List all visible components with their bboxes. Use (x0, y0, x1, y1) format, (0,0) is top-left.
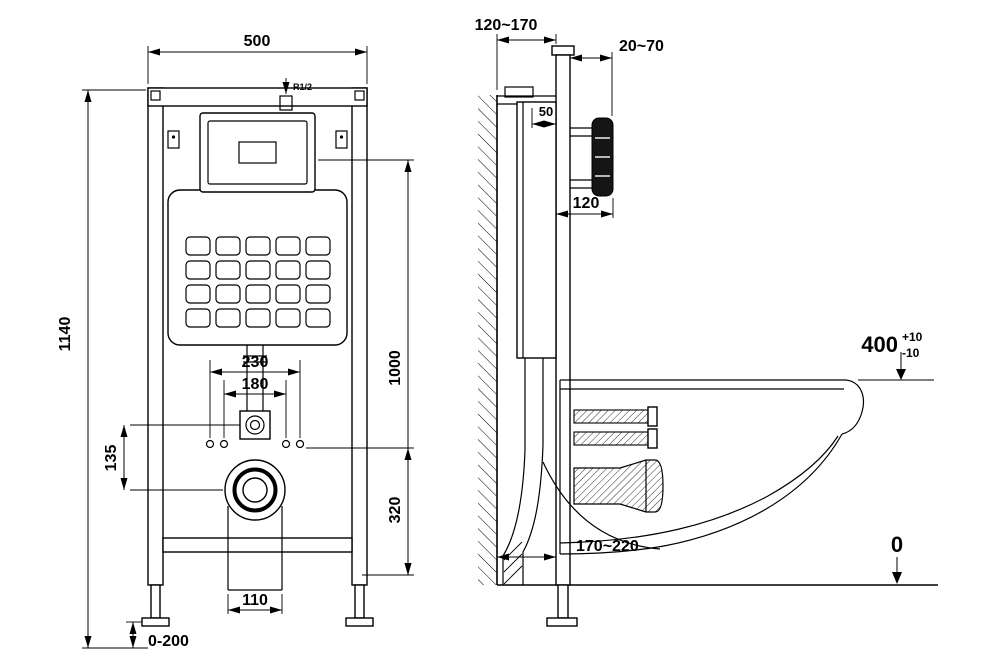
dim-outlet-width: 110 (227, 592, 283, 614)
level-arrow-icon (896, 369, 906, 380)
frame-left-leg (150, 584, 161, 619)
frame-right-leg (354, 584, 365, 619)
flush-plate-side (570, 117, 614, 197)
dim-fixing-inner-label: 180 (242, 376, 269, 393)
flush-plate-panel (207, 120, 308, 185)
cistern-body (167, 189, 348, 346)
dim-fixing-spacing: 230 180 (209, 354, 301, 438)
cistern (167, 189, 348, 346)
rail-body (555, 54, 571, 586)
dim-drain-height-label: 320 (387, 497, 404, 524)
flush-plate: R1/2 (167, 78, 348, 193)
inlet-fitting-hole (249, 419, 261, 431)
wall-section (478, 95, 498, 585)
frame-top-crossbar (147, 87, 368, 107)
dim-outlet-distance: 170~220 (497, 538, 639, 561)
wall-bracket (504, 86, 534, 98)
rail-leg (557, 584, 569, 619)
fixing-bolts (205, 439, 305, 449)
inlet-fitting-ring (245, 415, 265, 435)
frame-right-rail (351, 87, 368, 586)
right-clip-icon (335, 130, 348, 149)
level-floor-label: 0 (891, 532, 903, 557)
level-floor: 0 (891, 532, 903, 584)
dim-finish-range: 20~70 (570, 38, 664, 116)
flush-button (238, 141, 277, 164)
flush-pipe (239, 345, 271, 440)
drain-opening (224, 459, 286, 521)
dim-flush-height: 1000 320 (306, 159, 414, 576)
dim-plate-depth-label: 120 (573, 195, 600, 212)
rail-foot (546, 617, 578, 627)
dim-feet-adjust-label: 0-200 (148, 633, 189, 650)
mounting-studs (573, 406, 658, 449)
wall-hatch (478, 95, 497, 585)
frame-right-foot (345, 617, 374, 627)
cistern-side (516, 101, 557, 359)
dim-wall-to-frame-label: 120~170 (475, 17, 538, 34)
floor-arrow-icon (892, 572, 902, 584)
frame-left-foot (141, 617, 170, 627)
dim-height: 1140 (57, 89, 148, 649)
dim-outlet-distance-label: 170~220 (576, 538, 639, 555)
inlet-fitting (239, 410, 271, 440)
dim-top-offset-label: 50 (539, 104, 553, 119)
dim-inlet-drain-label: 135 (103, 445, 120, 472)
dim-wall-to-frame: 120~170 (475, 17, 557, 90)
dim-width-label: 500 (244, 33, 271, 50)
dim-width: 500 (147, 33, 368, 84)
dim-finish-range-label: 20~70 (619, 38, 664, 55)
level-bowl-height: 400 +10 -10 (858, 330, 934, 381)
flush-plate-frame (199, 112, 316, 193)
right-clip-dot (339, 135, 344, 139)
level-bowl-label: 400 (861, 332, 898, 357)
water-inlet-label: R1/2 (293, 82, 312, 92)
frame-left-rail (147, 87, 164, 586)
dim-top-offset: 50 (531, 104, 556, 128)
dim-feet-adjust: 0-200 (126, 621, 189, 650)
left-clip-icon (167, 130, 180, 149)
rail-top-cap (551, 45, 575, 56)
dim-plate-depth: 120 (556, 195, 614, 218)
left-clip-dot (171, 135, 176, 139)
dim-outlet-width-label: 110 (242, 592, 268, 609)
dim-flush-height-label: 1000 (387, 350, 404, 386)
toilet-bowl-profile (559, 379, 865, 555)
side-view: 120~170 20~70 50 120 170~220 (475, 17, 938, 627)
level-bowl-tol-plus: +10 (902, 330, 923, 344)
dim-height-label: 1140 (57, 317, 74, 352)
top-bolt-right (354, 90, 365, 101)
frame-outline (141, 87, 374, 627)
dim-fixing-outer-label: 230 (242, 354, 269, 371)
cistern-grid (185, 236, 331, 328)
inlet-stub (279, 95, 293, 111)
outlet-connector-cone (573, 459, 664, 513)
frame-bottom-crossbar (162, 537, 353, 553)
front-view: R1/2 (57, 33, 414, 650)
level-bowl-tol-minus: -10 (902, 346, 920, 360)
top-bolt-left (150, 90, 161, 101)
outlet-pipe-front (227, 506, 283, 591)
dim-inlet-drain: 135 (103, 424, 240, 491)
